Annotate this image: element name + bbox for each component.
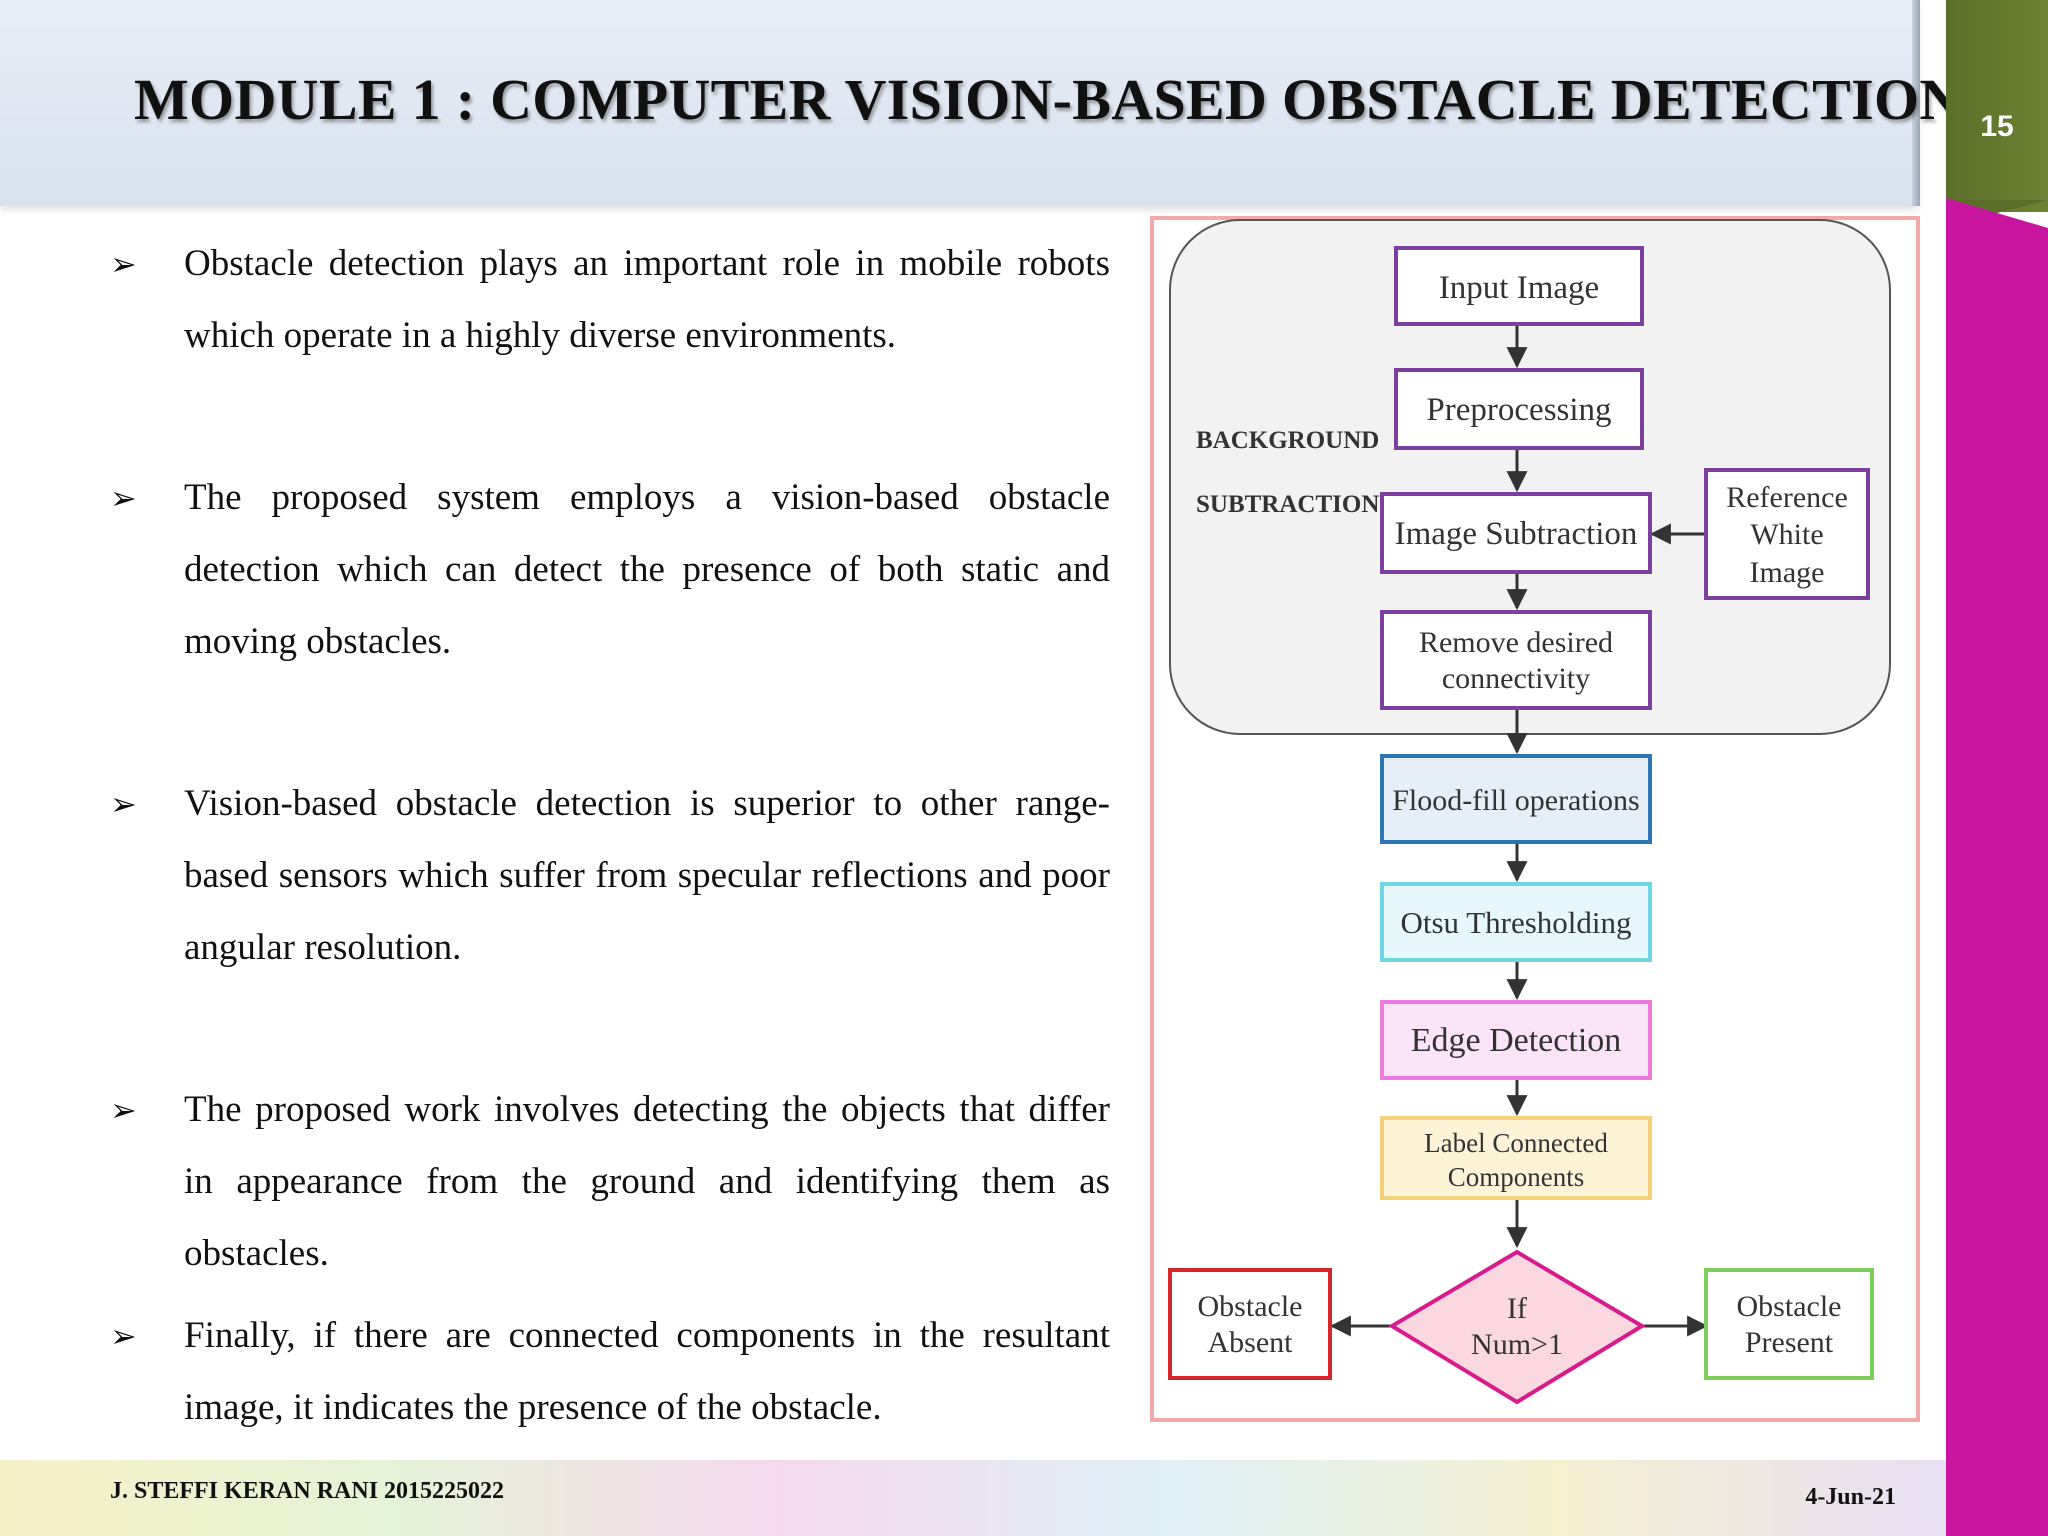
node-otsu-label: Otsu Thresholding	[1400, 905, 1631, 940]
node-remove-line2: connectivity	[1442, 662, 1590, 695]
bullet-text: Vision-based obstacle detection is super…	[184, 783, 1110, 968]
node-input-image	[1394, 246, 1644, 326]
arrow-bullet-icon: ➢	[110, 785, 137, 823]
node-label-line1: Label Connected	[1424, 1128, 1608, 1158]
arrow-bullet-icon: ➢	[110, 1091, 137, 1129]
footer-author: J. STEFFI KERAN RANI 2015225022	[110, 1478, 505, 1504]
node-label-components	[1380, 1116, 1652, 1200]
node-present-line1: Obstacle	[1737, 1290, 1842, 1323]
group-label-subtraction: SUBTRACTION	[1196, 491, 1379, 518]
node-reference-line2: White	[1750, 518, 1823, 551]
node-reference-line1: Reference	[1726, 481, 1848, 514]
arrow-bullet-icon: ➢	[110, 479, 137, 517]
node-obstacle-present	[1704, 1268, 1874, 1380]
node-otsu-thresholding	[1380, 882, 1652, 962]
side-accent-bar	[1946, 198, 2048, 1536]
node-absent-line1: Obstacle	[1198, 1290, 1303, 1323]
footer-date: 4-Jun-21	[1805, 1484, 1896, 1510]
arrow-bullet-icon: ➢	[110, 245, 137, 283]
group-label-background: BACKGROUND	[1196, 427, 1379, 454]
node-input-image-label: Input Image	[1439, 270, 1599, 306]
node-preprocessing-label: Preprocessing	[1426, 392, 1611, 428]
node-decision-line2: Num>1	[1471, 1328, 1563, 1361]
node-preprocessing	[1394, 368, 1644, 450]
node-edge-label: Edge Detection	[1411, 1022, 1622, 1059]
page-number: 15	[1980, 110, 2014, 143]
page-number-tab	[1946, 0, 2048, 212]
arrow-bullet-icon: ➢	[110, 1317, 137, 1355]
node-absent-line2: Absent	[1208, 1326, 1294, 1359]
node-present-line2: Present	[1745, 1326, 1834, 1359]
bullet-text: The proposed system employs a vision-bas…	[184, 477, 1110, 662]
node-flood-fill	[1380, 754, 1652, 844]
title-banner-edge	[1912, 0, 1920, 206]
title-banner	[0, 0, 1918, 206]
node-label-line2: Components	[1448, 1162, 1585, 1192]
node-reference-line3: Image	[1750, 556, 1825, 589]
background-subtraction-group	[1169, 219, 1891, 735]
node-flood-fill-label: Flood-fill operations	[1392, 784, 1639, 817]
node-remove-connectivity	[1380, 610, 1652, 710]
node-image-subtraction	[1380, 492, 1652, 574]
bullet-text: Obstacle detection plays an important ro…	[184, 243, 1110, 356]
flowchart-diagram: BACKGROUND SUBTRACTION Input Image Prepr…	[1150, 216, 1920, 1422]
bullet-text: The proposed work involves detecting the…	[184, 1089, 1110, 1274]
node-reference-white-image	[1704, 468, 1870, 600]
node-obstacle-absent	[1168, 1268, 1332, 1380]
footer-band	[0, 1460, 1946, 1536]
node-edge-detection	[1380, 1000, 1652, 1080]
node-decision-line1: If	[1507, 1292, 1527, 1325]
bullet-text: Finally, if there are connected componen…	[184, 1315, 1110, 1428]
slide-title: MODULE 1 : COMPUTER VISION-BASED OBSTACL…	[134, 67, 1962, 132]
node-decision-diamond	[1388, 1249, 1646, 1405]
node-image-subtraction-label: Image Subtraction	[1395, 516, 1638, 552]
node-remove-line1: Remove desired	[1419, 626, 1613, 659]
